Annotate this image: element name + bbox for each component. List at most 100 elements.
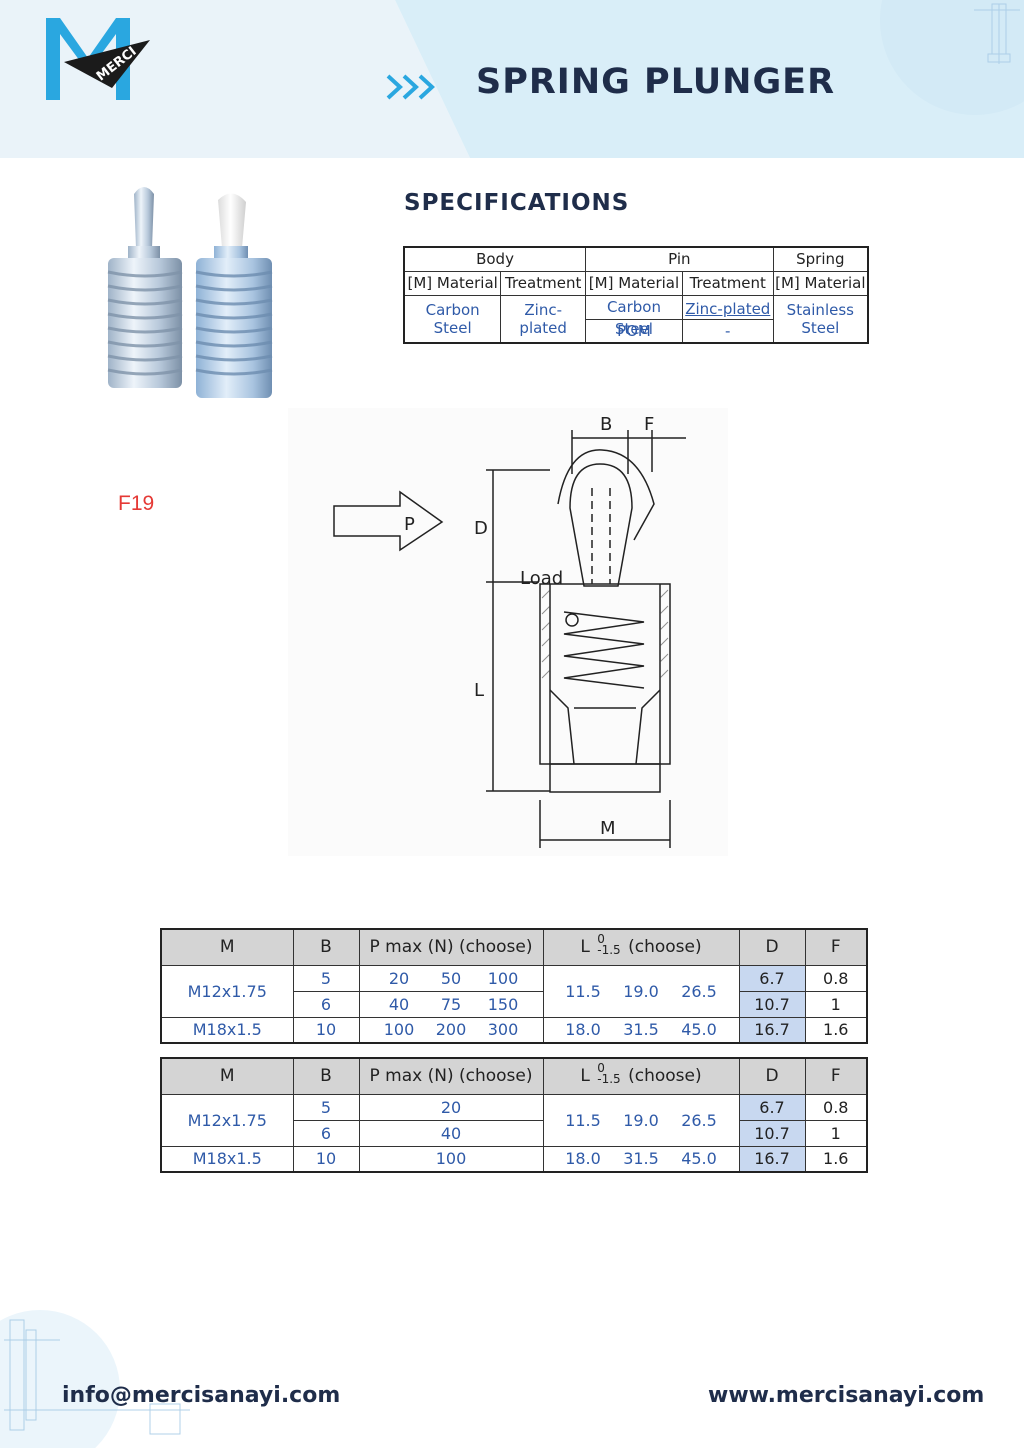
col-b: B: [292, 1057, 360, 1095]
l-value: 31.5: [623, 1020, 659, 1040]
l-tol-upper: 0: [597, 932, 605, 947]
body-material-value: Carbon Steel: [403, 294, 502, 344]
chevrons-icon: [386, 74, 435, 100]
f-value: 0.8: [804, 1093, 868, 1121]
d-value: 16.7: [738, 1145, 806, 1173]
l-tol-upper: 0: [597, 1061, 605, 1076]
p-value: 150: [487, 994, 519, 1014]
label-b: B: [600, 414, 612, 435]
b-value: 6: [292, 990, 360, 1018]
pin-material-value: Carbon Steel POM: [585, 294, 683, 344]
col-p: P max (N) (choose): [358, 1057, 544, 1095]
merci-logo: MERCI: [46, 18, 150, 100]
pin-treatment-value: Zinc-plated -: [681, 294, 774, 344]
m-value: M12x1.75: [160, 964, 294, 1018]
label-d: D: [474, 518, 488, 539]
pin-material-pom: POM: [617, 321, 651, 340]
specifications-table: Body Pin Spring [M] Material Treatment […: [403, 246, 869, 344]
f-value: 1: [804, 990, 868, 1018]
pin-material-header: [M] Material: [585, 270, 683, 296]
l-value: 19.0: [623, 1110, 659, 1130]
col-l-suffix: (choose): [628, 937, 702, 958]
b-value: 10: [292, 1016, 360, 1044]
l-values: 18.0 31.5 45.0: [542, 1016, 740, 1044]
col-p: P max (N) (choose): [358, 928, 544, 966]
col-b: B: [292, 928, 360, 966]
l-value: 45.0: [681, 1020, 717, 1040]
pin-treatment-header: Treatment: [681, 270, 774, 296]
l-value: 18.0: [565, 1020, 601, 1040]
table-row: 6 40 10.7 1: [161, 1119, 868, 1147]
d-value: 10.7: [738, 990, 806, 1018]
b-value: 5: [292, 964, 360, 992]
footer-website[interactable]: www.mercisanayi.com: [708, 1383, 985, 1408]
d-value: 10.7: [738, 1119, 806, 1147]
l-value: 18.0: [565, 1149, 601, 1169]
col-l: L 0-1.5 (choose): [542, 928, 740, 966]
dimension-table-1: M B P max (N) (choose) L 0-1.5 (choose) …: [160, 928, 868, 1044]
col-l-suffix: (choose): [628, 1066, 702, 1087]
b-value: 10: [292, 1145, 360, 1173]
col-l-prefix: L: [580, 1066, 590, 1087]
label-l: L: [474, 680, 484, 701]
dimension-table-2: M B P max (N) (choose) L 0-1.5 (choose) …: [160, 1057, 868, 1173]
p-value: 40: [358, 1119, 544, 1147]
label-m: M: [600, 818, 616, 839]
p-value: 200: [435, 1020, 467, 1040]
l-value: 11.5: [565, 1110, 601, 1130]
col-l-prefix: L: [580, 937, 590, 958]
b-value: 5: [292, 1093, 360, 1121]
footer-email[interactable]: info@mercisanayi.com: [62, 1383, 341, 1408]
specifications-heading: SPECIFICATIONS: [404, 190, 630, 216]
f-value: 0.8: [804, 964, 868, 992]
l-tol-lower: -1.5: [597, 943, 621, 958]
product-photo: [107, 187, 273, 398]
d-value: 16.7: [738, 1016, 806, 1044]
b-value: 6: [292, 1119, 360, 1147]
page-title: SPRING PLUNGER: [476, 62, 836, 102]
pin-treatment-zinc: Zinc-plated: [682, 296, 773, 320]
product-code: F19: [118, 492, 155, 515]
p-value: 40: [388, 994, 410, 1014]
p-values: 20 50 100: [358, 964, 544, 992]
col-l: L 0-1.5 (choose): [542, 1057, 740, 1095]
p-value: 100: [383, 1020, 415, 1040]
l-tolerance: 0-1.5: [597, 1061, 620, 1085]
label-p: P: [404, 514, 415, 535]
l-value: 26.5: [681, 1110, 717, 1130]
pin-group-header: Pin: [585, 246, 774, 272]
f-value: 1.6: [804, 1145, 868, 1173]
label-f: F: [644, 414, 654, 435]
d-value: 6.7: [738, 1093, 806, 1121]
pin-treatment-none: -: [725, 321, 731, 340]
m-value: M18x1.5: [160, 1145, 294, 1173]
l-value: 11.5: [565, 981, 601, 1001]
f-value: 1.6: [804, 1016, 868, 1044]
p-value: 100: [487, 968, 519, 988]
blueprint-decoration: [0, 1310, 190, 1448]
p-value: 100: [358, 1145, 544, 1173]
l-value: 19.0: [623, 981, 659, 1001]
p-value: 20: [388, 968, 410, 988]
body-material-header: [M] Material: [403, 270, 502, 296]
technical-drawing: B F P D Load L M: [288, 408, 728, 856]
label-load: Load: [520, 568, 563, 589]
l-value: 45.0: [681, 1149, 717, 1169]
p-value: 50: [440, 968, 462, 988]
body-treatment-value: Zinc-plated: [500, 294, 587, 344]
col-d: D: [738, 1057, 806, 1095]
blueprint-decoration: [974, 3, 1020, 64]
d-value: 6.7: [738, 964, 806, 992]
col-f: F: [804, 1057, 868, 1095]
p-value: 75: [440, 994, 462, 1014]
body-group-header: Body: [403, 246, 587, 272]
p-values: 40 75 150: [358, 990, 544, 1018]
col-m: M: [160, 1057, 294, 1095]
